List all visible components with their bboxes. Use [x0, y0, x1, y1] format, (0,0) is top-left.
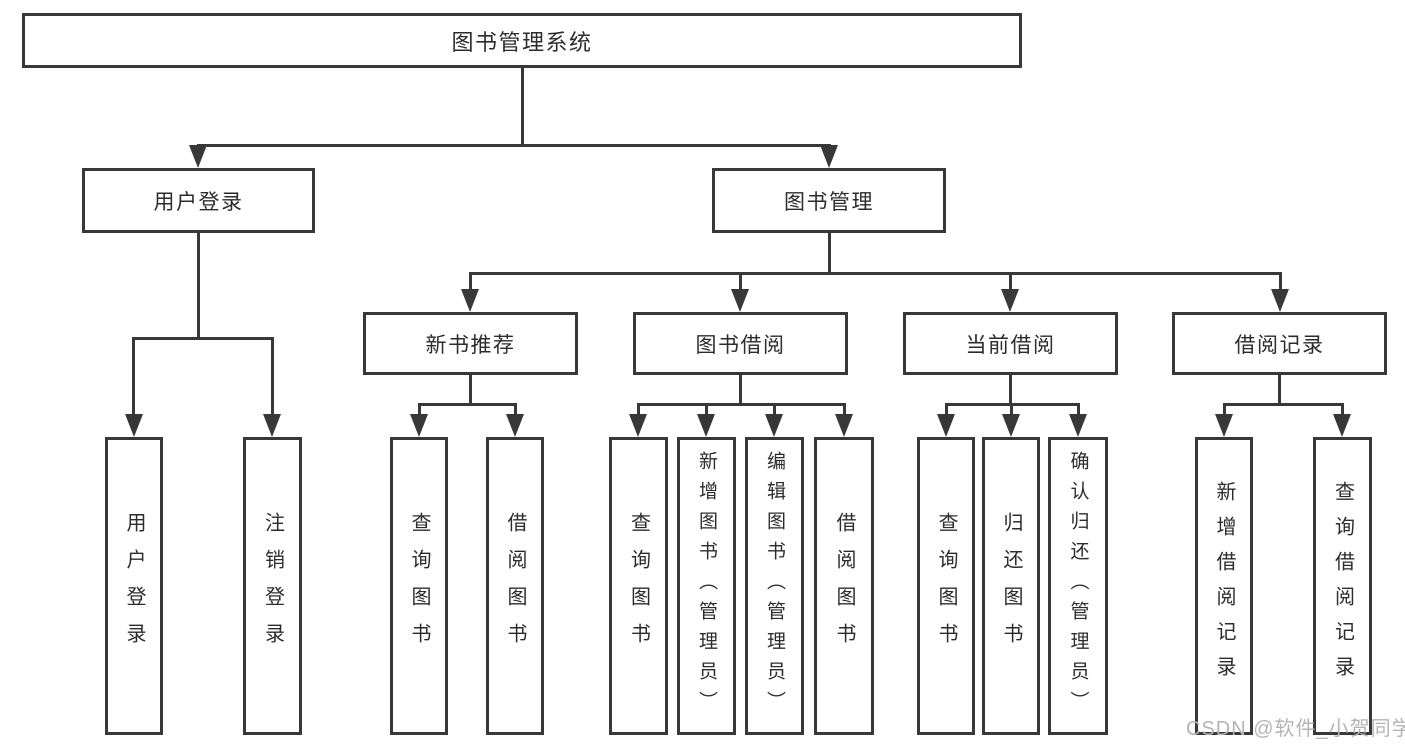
connector-line: [469, 374, 472, 406]
connector-line: [197, 144, 830, 147]
leaf-query-books-borrow: 查询图书: [609, 437, 668, 735]
connector-line: [132, 337, 274, 340]
connector-line: [773, 403, 776, 416]
leaf-label: 借阅图书: [504, 512, 526, 660]
leaf-query-books-current: 查询图书: [917, 437, 975, 735]
arrowhead-icon: [506, 414, 524, 437]
leaf-label: 新增图书（管理员）: [696, 451, 717, 721]
arrowhead-icon: [1002, 414, 1020, 437]
leaf-label: 确认归还（管理员）: [1067, 451, 1089, 721]
node-borrowing-records: 借阅记录: [1172, 312, 1387, 375]
node-label: 图书管理系统: [451, 29, 593, 55]
connector-line: [132, 337, 135, 416]
connector-line: [705, 403, 708, 416]
arrowhead-icon: [820, 145, 838, 168]
arrowhead-icon: [835, 414, 853, 437]
arrowhead-icon: [410, 414, 428, 437]
arrowhead-icon: [1333, 414, 1351, 437]
connector-line: [1223, 403, 1344, 406]
connector-line: [469, 272, 472, 291]
node-label: 新书推荐: [425, 333, 516, 357]
arrowhead-icon: [1271, 289, 1289, 312]
node-label: 用户登录: [153, 190, 244, 214]
csdn-watermark: CSDN @软件_小贺同学: [1186, 718, 1405, 740]
connector-line: [197, 231, 200, 340]
connector-line: [418, 403, 516, 406]
node-book-borrowing: 图书借阅: [633, 312, 848, 375]
node-new-book-recommend: 新书推荐: [363, 312, 578, 375]
leaf-label: 归还图书: [1000, 512, 1022, 660]
leaf-label: 查询图书: [408, 512, 430, 660]
leaf-return-books: 归还图书: [982, 437, 1040, 735]
leaf-label: 新增借阅记录: [1213, 481, 1235, 691]
connector-line: [514, 403, 517, 416]
arrowhead-icon: [1069, 414, 1087, 437]
connector-line: [1077, 403, 1080, 416]
leaf-borrow-books-recommend: 借阅图书: [486, 437, 544, 735]
connector-line: [1223, 403, 1226, 416]
connector-line: [739, 374, 742, 406]
arrowhead-icon: [629, 414, 647, 437]
node-book-management: 图书管理: [712, 168, 946, 233]
connector-line: [637, 403, 846, 406]
connector-line: [1010, 403, 1013, 416]
node-label: 图书管理: [784, 190, 874, 214]
node-current-borrowing: 当前借阅: [903, 312, 1118, 375]
node-label: 图书借阅: [695, 333, 786, 357]
leaf-query-books-recommend: 查询图书: [390, 437, 448, 735]
leaf-borrow-books-borrow: 借阅图书: [814, 437, 874, 735]
leaf-label: 用户登录: [123, 512, 145, 660]
node-user-login: 用户登录: [82, 168, 315, 233]
leaf-label: 注销登录: [261, 512, 284, 660]
leaf-label: 借阅图书: [833, 512, 855, 660]
arrowhead-icon: [765, 414, 783, 437]
leaf-edit-books-admin: 编辑图书（管理员）: [745, 437, 804, 735]
leaf-query-borrow-record: 查询借阅记录: [1313, 437, 1372, 735]
arrowhead-icon: [1215, 414, 1233, 437]
connector-line: [1009, 374, 1012, 406]
leaf-confirm-return-admin: 确认归还（管理员）: [1048, 437, 1108, 735]
connector-line: [521, 68, 524, 147]
node-label: 借阅记录: [1234, 333, 1325, 357]
leaf-label: 编辑图书（管理员）: [764, 451, 785, 721]
connector-line: [1341, 403, 1344, 416]
leaf-add-borrow-record: 新增借阅记录: [1195, 437, 1253, 735]
arrowhead-icon: [461, 289, 479, 312]
connector-line: [637, 403, 640, 416]
connector-line: [843, 403, 846, 416]
connector-line: [418, 403, 421, 416]
connector-line: [1009, 272, 1012, 291]
leaf-add-books-admin: 新增图书（管理员）: [677, 437, 736, 735]
connector-line: [271, 337, 274, 416]
arrowhead-icon: [125, 414, 143, 437]
arrowhead-icon: [263, 414, 281, 437]
leaf-label: 查询借阅记录: [1331, 481, 1354, 691]
arrowhead-icon: [189, 145, 207, 168]
arrowhead-icon: [731, 289, 749, 312]
leaf-user-login: 用户登录: [105, 437, 163, 735]
leaf-label: 查询图书: [627, 512, 650, 660]
node-label: 当前借阅: [965, 333, 1056, 357]
connector-line: [1279, 272, 1282, 291]
arrowhead-icon: [937, 414, 955, 437]
leaf-logout-login: 注销登录: [243, 437, 302, 735]
leaf-label: 查询图书: [935, 512, 957, 660]
node-library-management-system: 图书管理系统: [22, 13, 1022, 68]
connector-line: [945, 403, 948, 416]
arrowhead-icon: [1001, 289, 1019, 312]
connector-line: [1278, 374, 1281, 406]
arrowhead-icon: [697, 414, 715, 437]
connector-line: [828, 231, 831, 275]
connector-line: [739, 272, 742, 291]
connector-line: [469, 272, 1281, 275]
